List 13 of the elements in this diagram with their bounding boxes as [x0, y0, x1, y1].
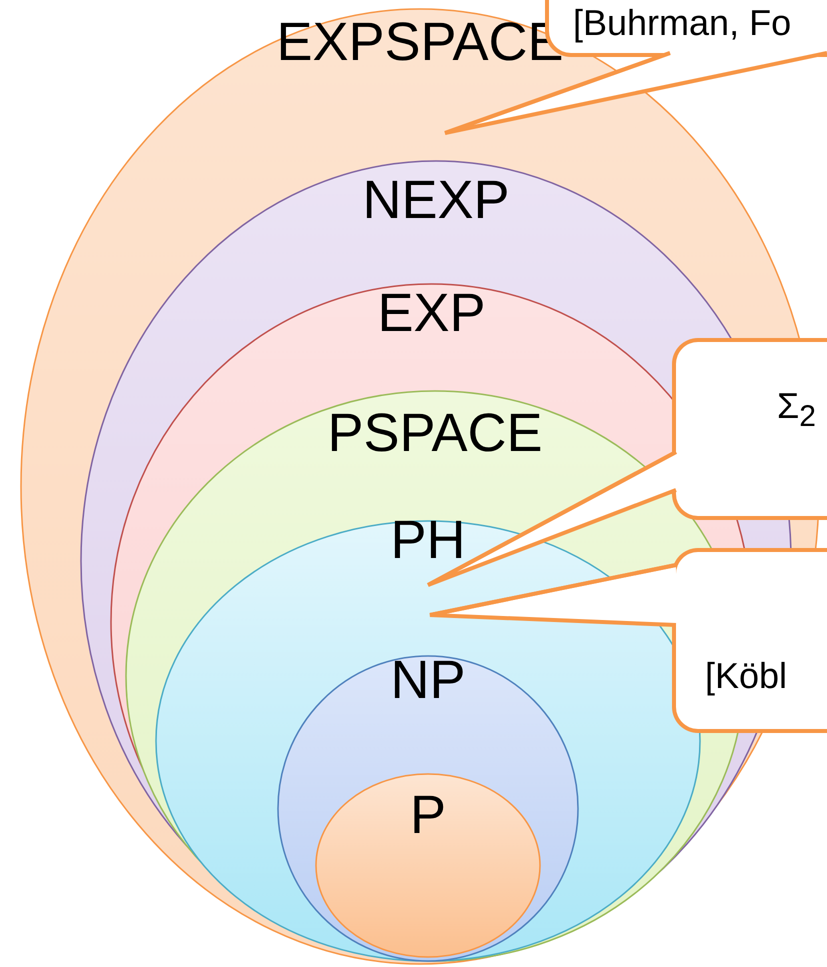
callout-text: [Buhrman, Fo — [573, 5, 792, 41]
callout-text: Σ$_{2}$ — [777, 388, 816, 432]
class-label: EXPSPACE — [276, 15, 564, 69]
class-label: NP — [390, 653, 466, 707]
class-label: P — [410, 788, 446, 842]
class-label: EXP — [377, 286, 486, 340]
set-ellipse — [277, 655, 579, 962]
class-label: NEXP — [362, 173, 510, 227]
class-label: PH — [390, 513, 466, 567]
class-label: PSPACE — [327, 406, 543, 460]
set-ellipse — [155, 520, 701, 962]
callout-text: [Köbl — [705, 658, 788, 694]
set-ellipse — [315, 773, 541, 958]
